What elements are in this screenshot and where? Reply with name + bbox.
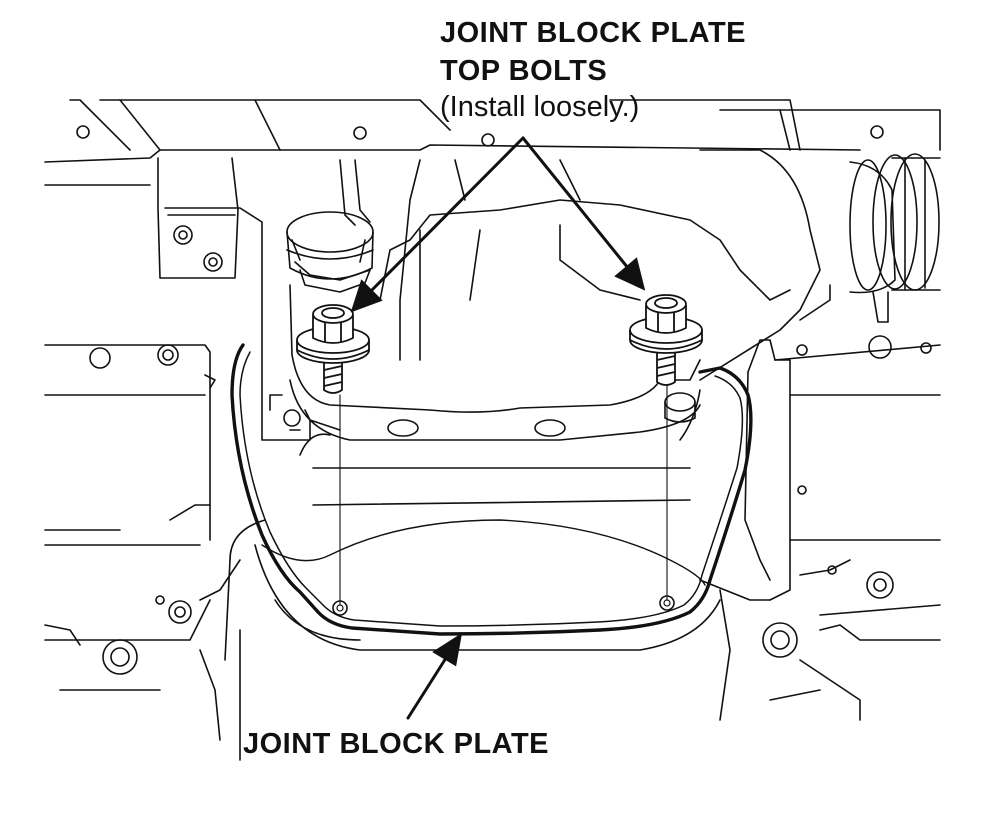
arrow-to-left-bolt xyxy=(368,136,525,294)
callout-joint-block-plate: JOINT BLOCK PLATE xyxy=(243,728,550,760)
upper-crossmember xyxy=(44,99,941,186)
arrow-to-plate xyxy=(406,656,448,720)
bolt-guide-lines xyxy=(339,384,668,606)
hose-connector xyxy=(286,159,374,293)
top-bolt-right xyxy=(629,294,703,386)
left-side-member xyxy=(44,344,241,741)
lower-housing xyxy=(224,519,731,761)
arrowhead-right-bolt xyxy=(614,257,646,291)
joint-block-plate xyxy=(230,343,753,636)
top-bolt-left xyxy=(296,304,370,394)
joint-block-housing xyxy=(289,159,791,506)
callout-top-bolts-note: (Install loosely.) xyxy=(440,91,640,123)
callout-arrows xyxy=(350,136,646,720)
arrow-to-right-bolt xyxy=(521,136,630,270)
callout-top-bolts-line1: JOINT BLOCK PLATE xyxy=(440,17,747,49)
bolt-hole-right xyxy=(664,392,696,423)
arrowhead-left-bolt xyxy=(350,279,383,313)
callout-top-bolts-line2: TOP BOLTS xyxy=(440,55,608,87)
intake-tube xyxy=(699,149,941,381)
arrowhead-plate xyxy=(432,632,463,667)
left-bracket xyxy=(157,157,311,441)
right-side-member xyxy=(699,335,941,721)
